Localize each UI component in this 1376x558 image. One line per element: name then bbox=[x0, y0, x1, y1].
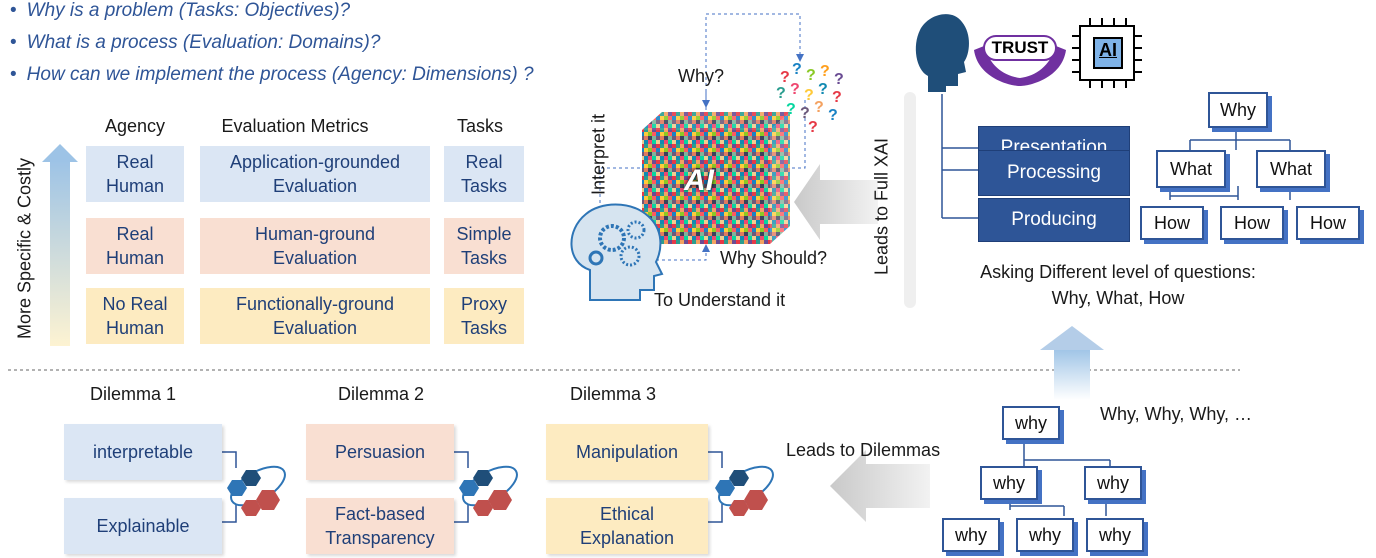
leads-full-xai-label: Leads to Full XAI bbox=[871, 137, 892, 276]
bottom-why-l3-1: why bbox=[942, 518, 1000, 552]
svg-text:?: ? bbox=[792, 61, 802, 78]
leads-full-arrow bbox=[794, 164, 878, 240]
processing-box: Processing bbox=[978, 150, 1130, 196]
asking-line-2: Why, What, How bbox=[1051, 288, 1185, 308]
svg-text:?: ? bbox=[800, 105, 810, 122]
svg-text:?: ? bbox=[828, 107, 838, 124]
leads-dilemmas-arrow bbox=[830, 450, 930, 522]
bottom-why-l2-1: why bbox=[980, 466, 1038, 500]
dilemma-1-title: Dilemma 1 bbox=[90, 384, 177, 404]
header-tasks: Tasks bbox=[456, 116, 503, 136]
ai-cube bbox=[642, 112, 790, 244]
tree-how-node-3: How bbox=[1296, 206, 1360, 240]
svg-text:?: ? bbox=[814, 99, 824, 116]
person-icon bbox=[915, 14, 969, 92]
why-chain-label: Why, Why, Why, … bbox=[1100, 404, 1252, 424]
question-3: •How can we implement the process (Agenc… bbox=[10, 64, 534, 85]
bottom-why-l3-2: why bbox=[1016, 518, 1074, 552]
why-should-label: Why Should? bbox=[720, 248, 828, 268]
up-gradient-arrow bbox=[1040, 326, 1104, 400]
svg-text:?: ? bbox=[790, 81, 800, 98]
hex-icon-3 bbox=[715, 465, 774, 516]
process-connectors bbox=[941, 94, 978, 219]
tree-how-node-2: How bbox=[1220, 206, 1284, 240]
hex-icon-1 bbox=[227, 465, 286, 516]
persuasion-box: Persuasion bbox=[306, 424, 454, 480]
interpretable-box: interpretable bbox=[64, 424, 222, 480]
trust-hands-icon bbox=[974, 35, 1066, 86]
svg-text:?: ? bbox=[820, 63, 830, 80]
explainable-box: Explainable bbox=[64, 498, 222, 554]
ai-chip-label: AI bbox=[1099, 40, 1117, 60]
tree-what-node-2: What bbox=[1256, 150, 1326, 188]
ai-cube-label: AI bbox=[684, 164, 714, 197]
producing-box: Producing bbox=[978, 198, 1130, 242]
tree-what-node-1: What bbox=[1156, 150, 1226, 188]
svg-text:?: ? bbox=[806, 67, 816, 84]
why-label: Why? bbox=[678, 66, 725, 86]
dilemma-2-title: Dilemma 2 bbox=[338, 384, 425, 404]
manipulation-box: Manipulation bbox=[546, 424, 708, 480]
header-agency: Agency bbox=[104, 116, 166, 136]
leads-dilemmas-label: Leads to Dilemmas bbox=[786, 440, 941, 460]
bottom-why-l3-3: why bbox=[1086, 518, 1144, 552]
dilemma-connectors bbox=[222, 451, 723, 523]
trust-label: TRUST bbox=[991, 38, 1049, 57]
question-2: •What is a process (Evaluation: Domains)… bbox=[10, 32, 381, 53]
tree-how-node-1: How bbox=[1140, 206, 1204, 240]
ai-chip-icon bbox=[1072, 18, 1142, 88]
svg-text:?: ? bbox=[780, 69, 790, 86]
dilemma-3-title: Dilemma 3 bbox=[570, 384, 657, 404]
svg-text:?: ? bbox=[818, 81, 828, 98]
svg-text:?: ? bbox=[834, 71, 844, 88]
side-label: More Specific & Costly bbox=[14, 157, 35, 340]
question-cloud-icon: ? ? ? ? ? ? ? ? ? ? ? ? ? ? ? bbox=[776, 61, 844, 136]
question-1: •Why is a problem (Tasks: Objectives)? bbox=[10, 0, 351, 21]
asking-line-1: Asking Different level of questions: bbox=[980, 262, 1256, 282]
hex-icon-2 bbox=[459, 465, 518, 516]
specific-costly-arrow bbox=[42, 144, 78, 346]
svg-text:?: ? bbox=[808, 119, 818, 136]
svg-text:?: ? bbox=[786, 101, 796, 118]
svg-text:?: ? bbox=[776, 85, 786, 102]
top-tree-connectors bbox=[1169, 126, 1291, 200]
interpret-label: Interpret it bbox=[588, 113, 609, 196]
bottom-why-root: why bbox=[1002, 406, 1060, 440]
bottom-why-l2-2: why bbox=[1084, 466, 1142, 500]
svg-text:?: ? bbox=[832, 89, 842, 106]
svg-text:?: ? bbox=[804, 87, 814, 104]
header-evaluation-metrics: Evaluation Metrics bbox=[221, 116, 369, 136]
understand-label: To Understand it bbox=[654, 290, 786, 310]
tree-why-node: Why bbox=[1208, 92, 1268, 128]
gear-head-icon bbox=[570, 203, 664, 301]
